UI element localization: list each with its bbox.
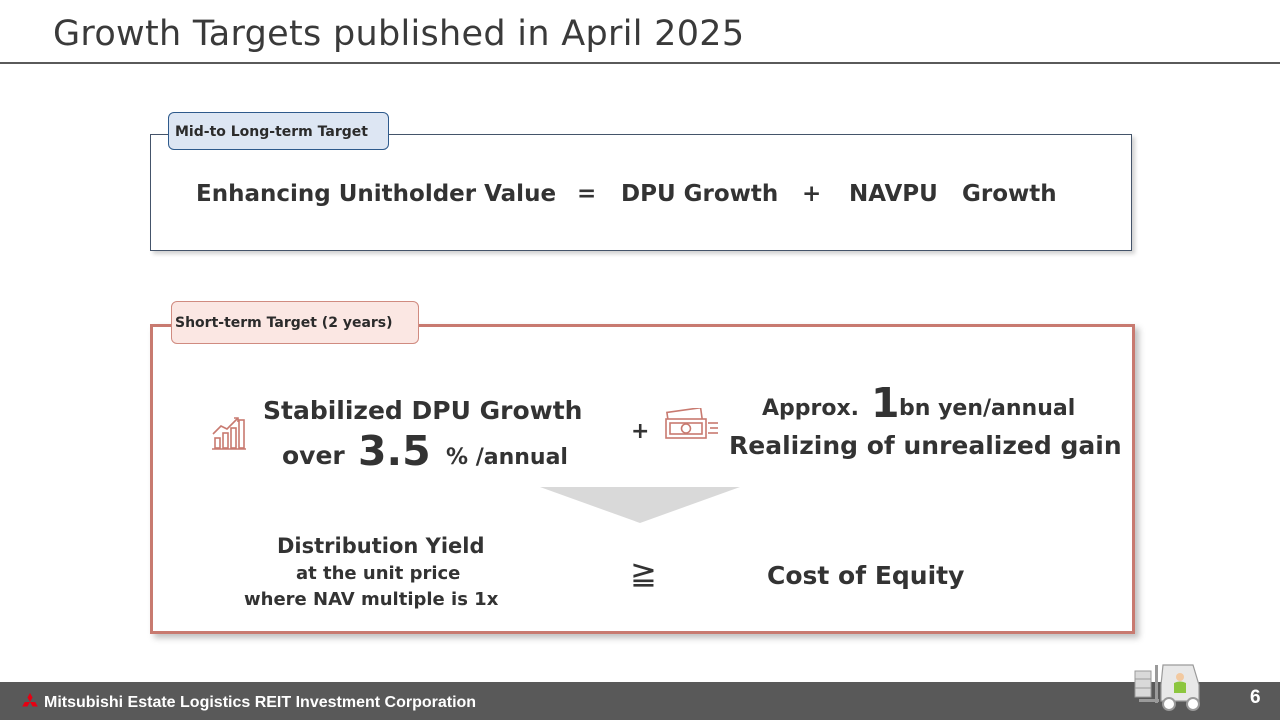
dpu-growth-label: Stabilized DPU Growth [263, 396, 583, 425]
equation-left: Enhancing Unitholder Value [196, 181, 557, 207]
mid-term-tag: Mid-to Long-term Target [168, 112, 389, 150]
dpu-over-label: over [282, 441, 345, 470]
gain-unit: bn yen/annual [899, 396, 1076, 421]
bar-chart-growth-icon [212, 417, 246, 450]
page-title: Growth Targets published in April 2025 [53, 14, 745, 54]
gain-value: 1 [871, 379, 900, 427]
yield-condition-line2: where NAV multiple is 1x [244, 589, 499, 610]
short-term-tag: Short-term Target (2 years) [171, 301, 419, 344]
dpu-growth-value: 3.5 [358, 427, 431, 475]
equation-growth: Growth [962, 181, 1057, 207]
equation-navpu: NAVPU [849, 181, 938, 207]
title-divider [0, 62, 1280, 64]
company-name: Mitsubishi Estate Logistics REIT Investm… [44, 694, 477, 711]
page-number: 6 [1250, 687, 1261, 708]
equation-plus: + [802, 181, 822, 207]
gain-approx-label: Approx. [762, 396, 860, 421]
mid-term-target-box [150, 134, 1132, 251]
short-term-plus: + [631, 419, 650, 444]
greater-equal-sign: ≧ [630, 554, 657, 592]
forklift-icon [1134, 664, 1200, 711]
equation-dpu-growth: DPU Growth [621, 181, 779, 207]
dpu-growth-unit: % /annual [446, 445, 568, 470]
money-icon [665, 408, 718, 439]
yield-condition-line1: at the unit price [296, 563, 461, 584]
equation-equals: = [577, 181, 597, 207]
short-term-target-box [150, 324, 1135, 634]
gain-description: Realizing of unrealized gain [729, 431, 1122, 460]
cost-of-equity-label: Cost of Equity [767, 561, 965, 590]
down-arrow-shape [540, 487, 740, 523]
distribution-yield-label: Distribution Yield [277, 534, 485, 558]
footer-bar [0, 682, 1280, 720]
mitsubishi-logo-icon [22, 693, 38, 707]
